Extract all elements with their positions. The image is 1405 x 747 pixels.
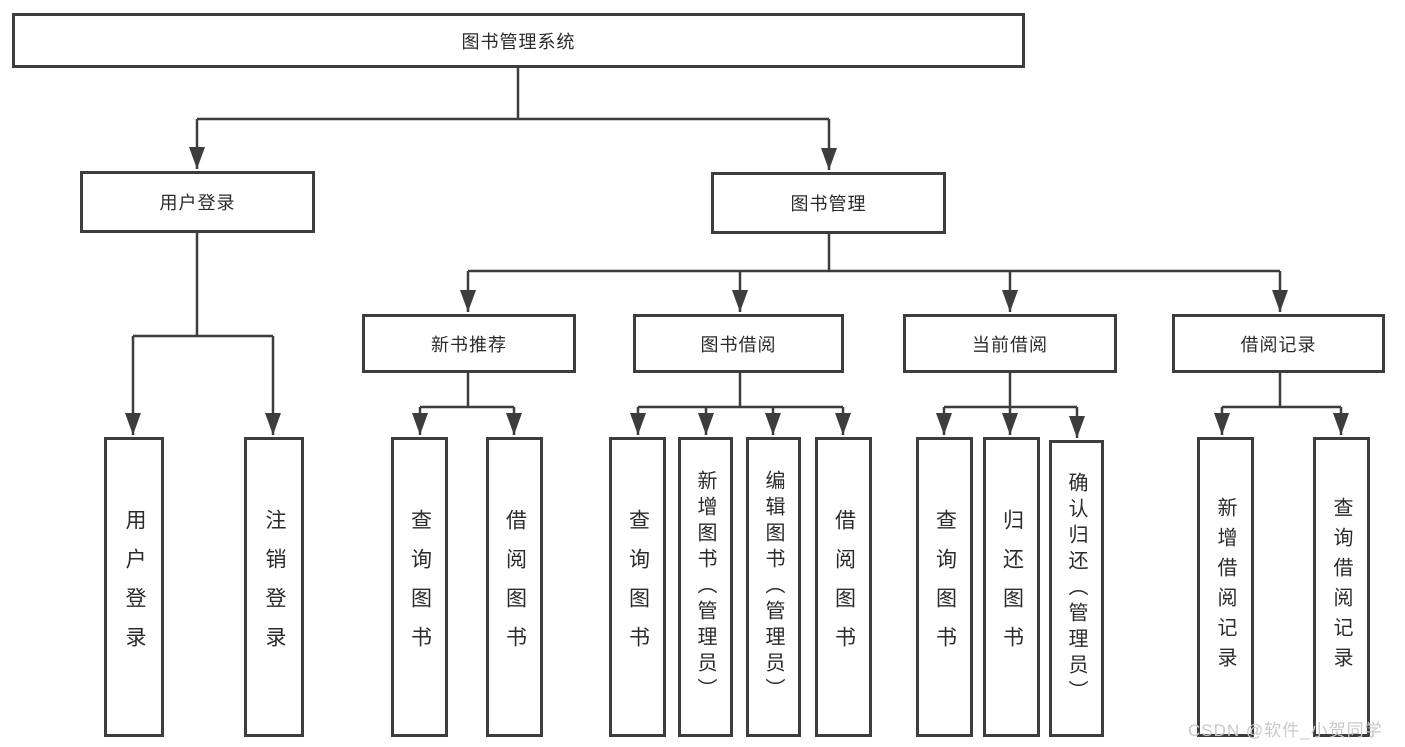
leaf-edit-book-admin: 编辑图书（管理员） <box>746 437 801 737</box>
leaf-logout: 注销登录 <box>244 437 304 737</box>
leaf-label: 新增借阅记录 <box>1214 497 1236 677</box>
node-label: 借阅记录 <box>1240 334 1317 355</box>
leaf-label: 查询图书 <box>408 509 432 665</box>
leaf-label: 确认归还（管理员） <box>1065 471 1087 706</box>
leaf-return-books: 归还图书 <box>983 437 1040 737</box>
leaf-query-borrow-record: 查询借阅记录 <box>1313 437 1370 737</box>
leaf-borrow-books: 借阅图书 <box>486 437 543 737</box>
leaf-label: 借阅图书 <box>503 509 527 665</box>
node-label: 图书借阅 <box>700 334 777 355</box>
node-label: 图书管理 <box>790 194 867 214</box>
leaf-label: 编辑图书（管理员） <box>762 470 784 704</box>
node-book-management: 图书管理 <box>711 172 946 234</box>
leaf-label: 查询图书 <box>933 509 957 665</box>
node-book-borrow: 图书借阅 <box>633 314 844 373</box>
leaf-label: 查询借阅记录 <box>1330 497 1352 677</box>
node-new-book-recommend: 新书推荐 <box>362 314 576 373</box>
node-user-login: 用户登录 <box>80 171 315 233</box>
leaf-label: 借阅图书 <box>832 509 856 665</box>
leaf-user-login: 用户登录 <box>104 437 164 737</box>
leaf-label: 新增图书（管理员） <box>694 470 716 704</box>
node-label: 当前借阅 <box>972 334 1048 355</box>
leaf-label: 查询图书 <box>626 509 650 665</box>
leaf-add-borrow-record: 新增借阅记录 <box>1197 437 1254 737</box>
node-label: 新书推荐 <box>431 334 507 355</box>
leaf-label: 注销登录 <box>263 509 286 665</box>
node-borrow-records: 借阅记录 <box>1172 314 1385 373</box>
leaf-query-books: 查询图书 <box>391 437 448 737</box>
csdn-watermark: CSDN @软件_小贺同学 <box>1188 721 1383 740</box>
node-label: 图书管理系统 <box>461 31 576 52</box>
leaf-label: 归还图书 <box>1000 509 1024 665</box>
leaf-query-books: 查询图书 <box>609 437 666 737</box>
node-current-borrow: 当前借阅 <box>903 314 1117 373</box>
leaf-add-book-admin: 新增图书（管理员） <box>678 437 733 737</box>
leaf-confirm-return-admin: 确认归还（管理员） <box>1049 440 1104 737</box>
leaf-borrow-books: 借阅图书 <box>815 437 872 737</box>
leaf-query-books: 查询图书 <box>916 437 973 737</box>
node-label: 用户登录 <box>159 193 236 213</box>
leaf-label: 用户登录 <box>123 509 146 665</box>
node-library-management-system: 图书管理系统 <box>12 13 1025 68</box>
